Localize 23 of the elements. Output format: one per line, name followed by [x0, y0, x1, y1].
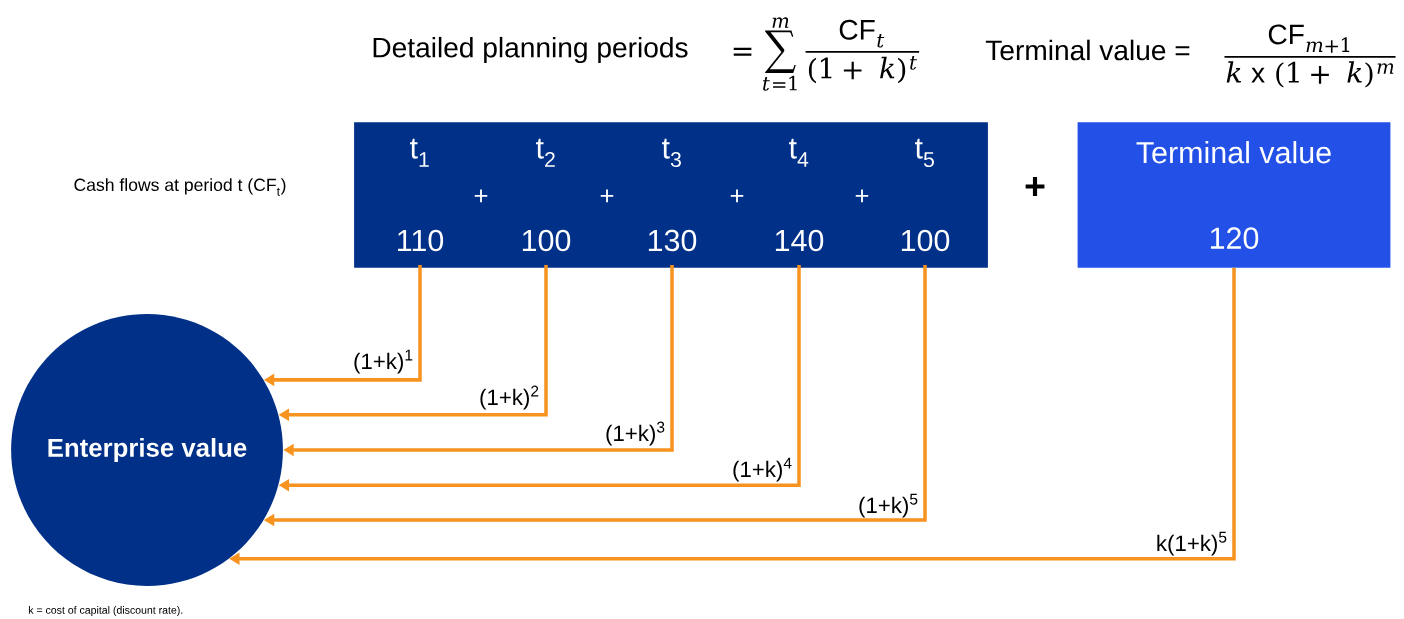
cash-flow-band: [354, 122, 988, 268]
edge-label: (1+k)$^{3}$: [606, 421, 665, 446]
plus-sign: +: [600, 189, 614, 203]
terminal-value-box: Terminal value 120: [1077, 122, 1391, 268]
edge-label: (1+k)$^{5}$: [859, 493, 918, 518]
plus-sign: +: [855, 189, 869, 203]
period-cell: t$_{5}$ 100: [901, 138, 950, 252]
edge-label: k(1+k)$^{5}$: [1157, 531, 1227, 556]
edge-label: (1+k)$^{1}$: [354, 349, 413, 374]
plus-sign: +: [474, 189, 488, 203]
formula: $=\sum_{t=1}^{m}\frac{\mathrm{CF}_{t}}{(1+\ k)^{t}}$: [733, 17, 920, 91]
period-cell: t$_{1}$ 110: [398, 138, 444, 252]
edge-label: (1+k)$^{4}$: [733, 457, 792, 482]
heading-text: Terminal value =: [985, 39, 1190, 61]
period-cell: t$_{3}$ 130: [648, 138, 697, 252]
footnote: k = cost of capital (discount rate).: [28, 606, 183, 616]
formula: $\frac{\mathrm{CF}_{m+1}}{k\ \mathrm{x}\ (1+\ k)^{m}}$: [1224, 24, 1396, 88]
edge-label: (1+k)$^{2}$: [480, 385, 539, 410]
row-label: Cash flows at period t (CF$_{t}$): [74, 178, 286, 196]
plus-sign: +: [730, 189, 744, 203]
period-cell: t$_{2}$ 100: [522, 138, 571, 252]
heading-text: Detailed planning periods: [373, 36, 688, 64]
period-cell: t$_{4}$ 140: [775, 138, 824, 252]
